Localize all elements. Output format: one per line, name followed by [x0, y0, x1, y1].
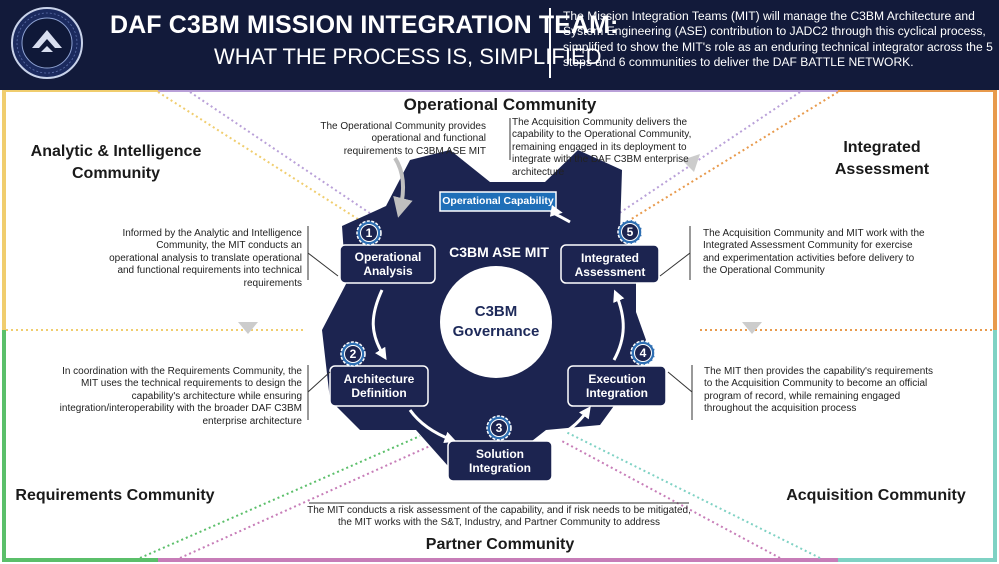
- community-label-acquisition: Acquisition Community: [786, 487, 966, 504]
- note-architecture-definition: In coordination with the Requirements Co…: [59, 366, 302, 427]
- step-box-execution-integration: [567, 365, 667, 407]
- community-label-requirements: Requirements Community: [15, 487, 215, 504]
- daf-battle-network-seal-icon: [11, 7, 83, 79]
- cycle-arrow-1-2: [371, 289, 387, 361]
- step-label-architecture-definition: Architecture Definition: [343, 372, 415, 400]
- page-subtitle: WHAT THE PROCESS IS, SIMPLIFIED: [214, 44, 602, 69]
- separator-analytic-operational: [157, 91, 373, 229]
- note-operational-analysis: Informed by the Analytic and Intelligenc…: [109, 228, 302, 289]
- step-badge-1-icon: [356, 220, 382, 246]
- step-label-operational-analysis: Operational Analysis: [354, 250, 422, 278]
- community-label-integrated: Integrated Assessment: [834, 139, 930, 178]
- step-label-integrated-assessment: Integrated Assessment: [574, 251, 646, 279]
- step-box-integrated-assessment: [560, 244, 660, 284]
- step-label-solution-integration: Solution Integration: [469, 447, 531, 475]
- governance-label: C3BM Governance: [452, 303, 540, 340]
- cycle-arrow-2-3: [408, 409, 457, 444]
- note-risk-assessment: The MIT conducts a risk assessment of th…: [307, 505, 691, 529]
- governance-circle: [440, 266, 552, 378]
- community-label-analytic: Analytic & Intelligence Community: [30, 143, 202, 182]
- note-execution-integration: The MIT then provides the capability's r…: [704, 366, 934, 415]
- cycle-arrow-3-4: [547, 406, 591, 442]
- operational-capability-label: Operational Capability: [442, 195, 554, 207]
- cycle-arrow-4-5: [612, 289, 625, 361]
- separator-acquisition-partner-a: [559, 439, 781, 559]
- integrated-region-border: [838, 90, 997, 330]
- separator-acquisition-partner-b: [565, 431, 821, 559]
- step-box-solution-integration: [447, 440, 553, 482]
- header-divider: [549, 8, 551, 78]
- community-label-partner: Partner Community: [425, 536, 575, 553]
- step-number-1: 1: [365, 226, 373, 240]
- acquisition-region-border: [838, 330, 997, 562]
- step-badge-2-icon: [340, 341, 366, 367]
- analytic-region-border: [2, 90, 158, 330]
- step-box-operational-analysis: [339, 244, 436, 284]
- ase-mit-label: C3BM ASE MIT: [449, 244, 549, 260]
- step-number-3: 3: [495, 421, 503, 435]
- header-banner: DAF C3BM MISSION INTEGRATION TEAM: WHAT …: [0, 0, 999, 90]
- step-badge-4-icon: [630, 340, 656, 366]
- step-badge-3-icon: [486, 415, 512, 441]
- step-number-4: 4: [639, 346, 647, 360]
- step-box-architecture-definition: [329, 365, 429, 407]
- step-number-5: 5: [626, 225, 634, 239]
- note-integrated-assessment: The Acquisition Community and MIT work w…: [703, 228, 925, 277]
- note-connector-execution: [667, 371, 693, 393]
- header-description: The Mission Integration Teams (MIT) will…: [563, 9, 993, 70]
- note-connector-assessment: [659, 252, 691, 277]
- separator-operational-left: [189, 91, 381, 221]
- note-acquisition-delivers: The Acquisition Community delivers the c…: [512, 117, 692, 178]
- step-badge-5-icon: [617, 219, 643, 245]
- operational-capability-box: [439, 191, 557, 212]
- separator-requirements-partner-a: [139, 435, 421, 559]
- page-title: DAF C3BM MISSION INTEGRATION TEAM:: [110, 11, 619, 39]
- flow-chevron-left: [238, 322, 258, 334]
- step-number-2: 2: [349, 347, 357, 361]
- community-label-operational: Operational Community: [403, 95, 597, 114]
- flow-chevron-right: [742, 322, 762, 334]
- flow-chevron-top-right: [682, 154, 700, 172]
- note-operational-provides: The Operational Community provides opera…: [320, 121, 486, 157]
- cycle-arrow-5-1: [549, 204, 571, 224]
- note-connector-analysis: [307, 252, 339, 277]
- process-diagram: [2, 90, 997, 562]
- op-note-arrow: [393, 156, 413, 218]
- step-label-execution-integration: Execution Integration: [586, 372, 648, 400]
- requirements-region-border: [2, 330, 158, 562]
- separator-requirements-partner-b: [179, 445, 431, 559]
- note-connector-architecture: [307, 371, 331, 393]
